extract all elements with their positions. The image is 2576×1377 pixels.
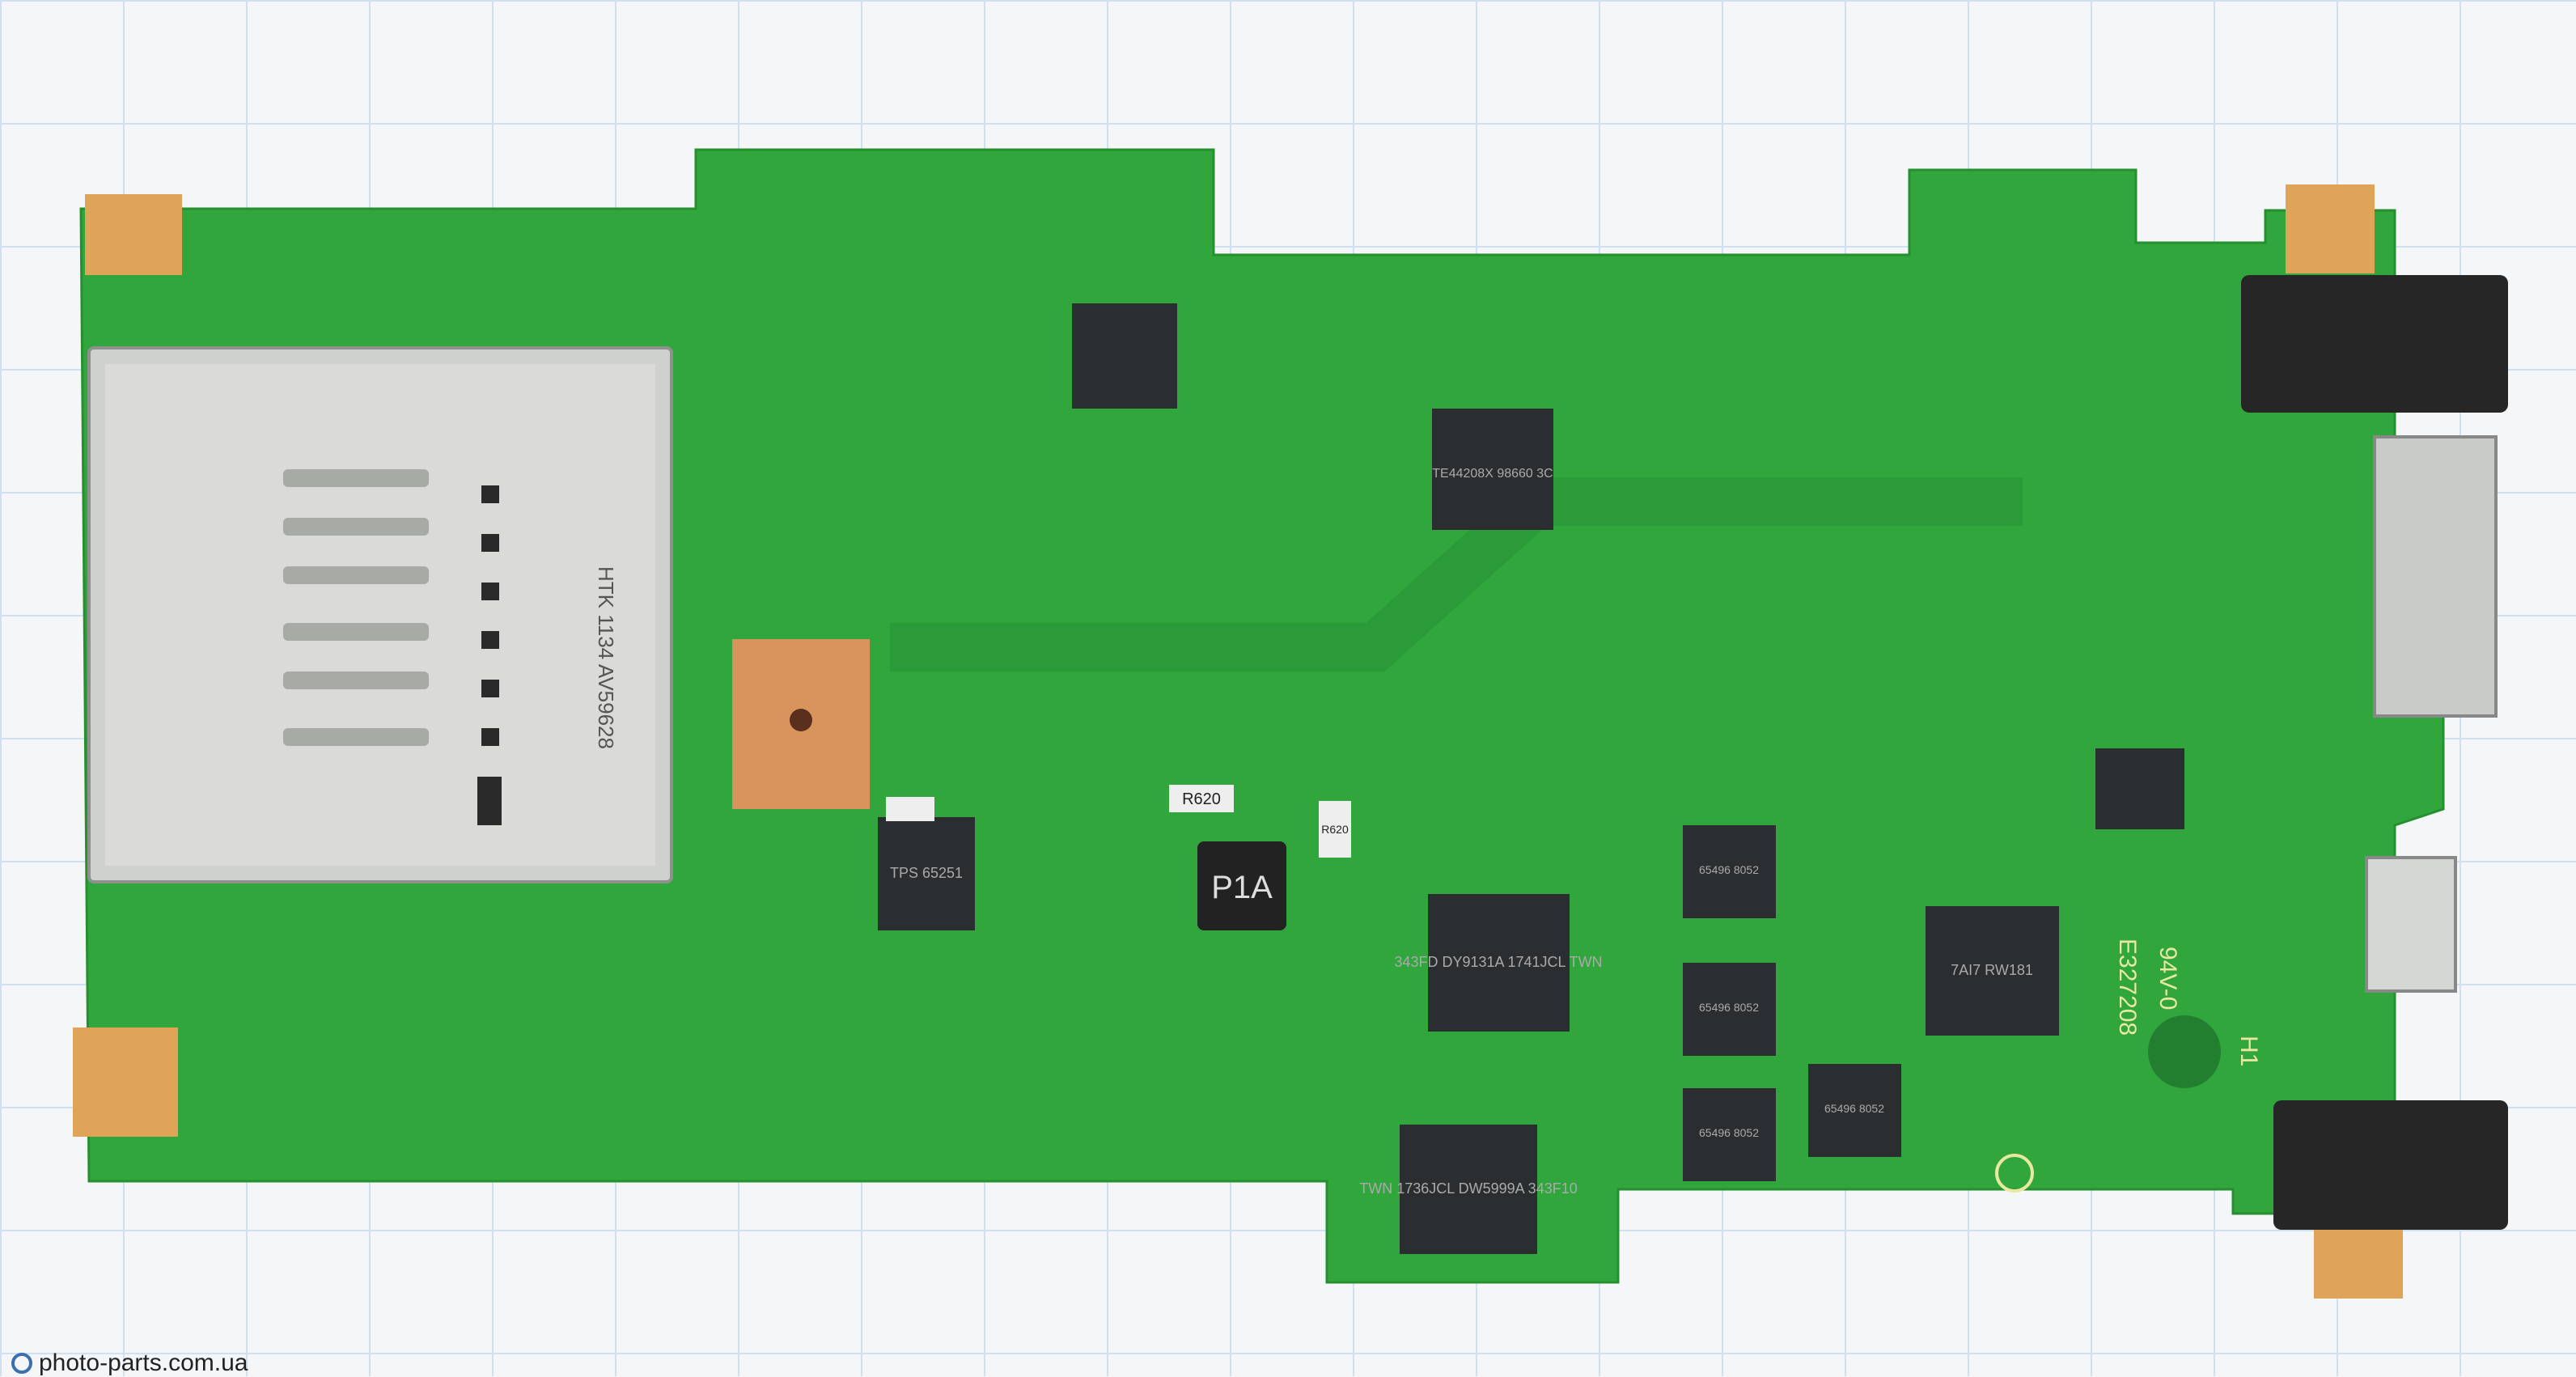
corner-pad: [2286, 184, 2375, 273]
chip-65496-d: 65496 8052: [1808, 1064, 1901, 1157]
corner-pad: [73, 1027, 178, 1137]
chip-te: TE44208X 98660 3C: [1432, 409, 1553, 530]
svg-text:65496 8052: 65496 8052: [1699, 1001, 1759, 1014]
chip-7a17: 7AI7 RW181: [1926, 906, 2059, 1036]
audio-jack-top: [2241, 275, 2508, 413]
svg-text:P1A: P1A: [1211, 870, 1273, 905]
chip-65496-b: 65496 8052: [1683, 963, 1776, 1056]
resistor-r620: R620: [1169, 785, 1234, 812]
svg-text:R620: R620: [1182, 790, 1221, 808]
board-code-1: E327208: [2114, 938, 2141, 1036]
watermark-text: photo-parts.com.ua: [39, 1349, 248, 1376]
camera-icon: [11, 1353, 32, 1374]
svg-text:65496 8052: 65496 8052: [1699, 1126, 1759, 1139]
main-chip: 343FD DY9131A 1741JCL TWN: [1394, 894, 1603, 1032]
svg-text:TE44208X 98660 3C: TE44208X 98660 3C: [1432, 467, 1553, 481]
hdmi-connector: [2365, 856, 2457, 993]
svg-text:65496 8052: 65496 8052: [1699, 863, 1759, 876]
main-chip-2: TWN 1736JCL DW5999A 343F10: [1359, 1125, 1578, 1254]
slot-contacts: [283, 469, 429, 746]
svg-text:TWN 1736JCL DW5999A 343F10: TWN 1736JCL DW5999A 343F10: [1359, 1180, 1577, 1197]
svg-text:65496 8052: 65496 8052: [1824, 1102, 1884, 1115]
chip-65496-a: 65496 8052: [1683, 825, 1776, 918]
usb-connector: [2373, 435, 2498, 718]
svg-text:7AI7 RW181: 7AI7 RW181: [1951, 962, 2033, 978]
inductor-p1a: P1A: [1197, 841, 1286, 930]
svg-text:343FD DY9131A 1741JCL TWN: 343FD DY9131A 1741JCL TWN: [1394, 954, 1602, 970]
watermark: photo-parts.com.ua: [11, 1349, 248, 1377]
resistor-r620-2: R620: [1319, 801, 1351, 858]
card-slot-label: HTK 1134 AV59628: [594, 566, 618, 749]
pmic-chip: TPS 65251: [878, 817, 975, 930]
corner-pad: [85, 194, 182, 275]
svg-text:TPS 65251: TPS 65251: [890, 865, 963, 881]
board-code-2: 94V-0: [2154, 947, 2181, 1010]
chip-65496-c: 65496 8052: [1683, 1088, 1776, 1181]
svg-text:R620: R620: [1321, 823, 1349, 836]
board-code-3: H1: [2235, 1036, 2262, 1066]
audio-jack-bottom: [2273, 1100, 2508, 1230]
